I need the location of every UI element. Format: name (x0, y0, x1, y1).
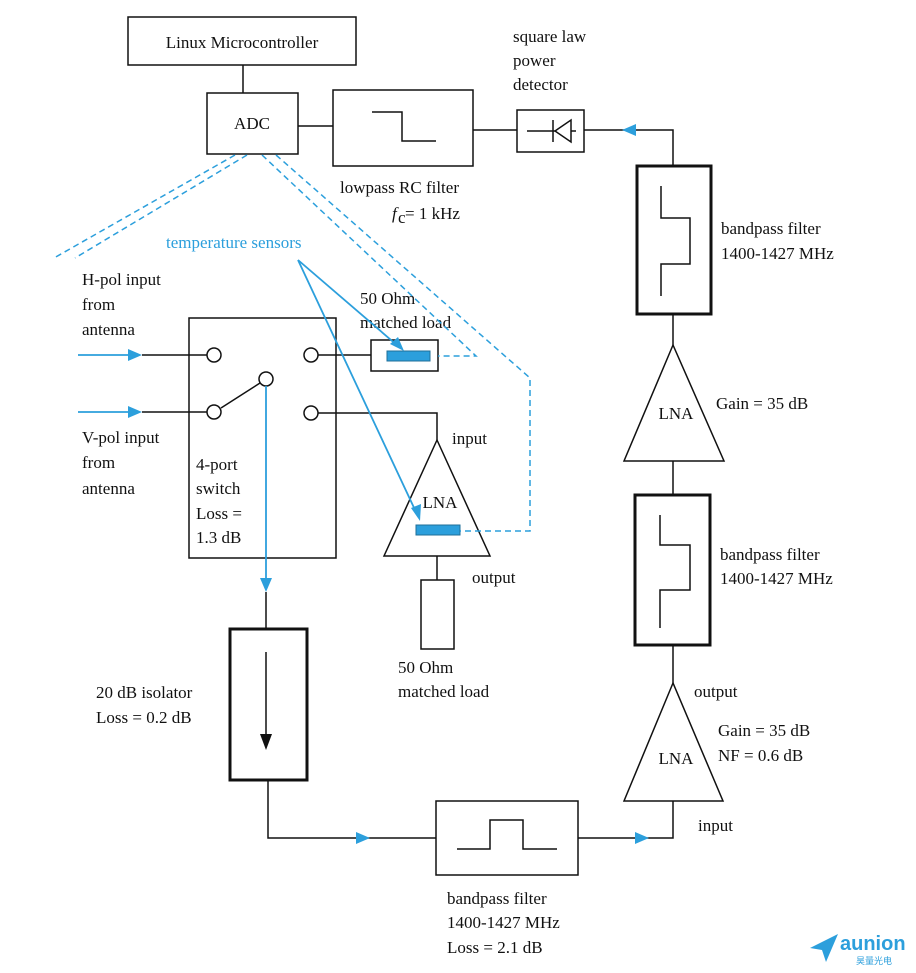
arrow-right-icon (128, 406, 142, 418)
isolator-bpf-wire (267, 780, 436, 839)
bpf-right-top-response-icon (660, 186, 691, 296)
arrow-pointer-icon (390, 337, 404, 351)
switch-lna-wire (318, 412, 438, 440)
load-bottom-label-line1: 50 Ohm (398, 658, 453, 677)
bpf-bottom-response-icon (457, 819, 557, 850)
lowpass-response-icon (372, 111, 436, 142)
lna-right-bottom-gain: Gain = 35 dB (718, 721, 810, 740)
sensor-dashed-line (261, 154, 478, 357)
arrow-pointer-icon (411, 504, 421, 521)
vpol-label-line2: from (82, 453, 115, 472)
bpf-bottom-block (435, 800, 579, 876)
arrow-down-icon (260, 578, 272, 592)
bpf-bottom-lna-wire (578, 801, 674, 839)
switch-label-line3: Loss = (196, 504, 242, 523)
matched-load-bottom (420, 579, 455, 650)
switch-port-hpol (206, 347, 222, 363)
isolator-label-line2: Loss = 0.2 dB (96, 708, 192, 727)
detector-label-line3: detector (513, 75, 568, 94)
vpol-label-line3: antenna (82, 479, 135, 498)
switch-block (188, 317, 337, 559)
bpf-right-top-label-line2: 1400-1427 MHz (721, 244, 834, 263)
bpf-bottom-label-line1: bandpass filter (447, 889, 547, 908)
arrow-right-icon (635, 832, 649, 844)
detector-label-line1: square law (513, 27, 587, 46)
switch-port-lna (303, 405, 319, 421)
lna-center-input: input (452, 429, 487, 448)
arrow-right-icon (356, 832, 370, 844)
adc-label: ADC (234, 114, 270, 133)
load-top-label-line2: matched load (360, 313, 452, 332)
switch-label-line4: 1.3 dB (196, 528, 241, 547)
lowpass-fc-symbol: f (392, 204, 399, 223)
lna-right-bottom-label: LNA (659, 749, 695, 768)
diode-icon (553, 118, 572, 144)
sensor-dashed-line (53, 154, 236, 259)
logo-word: aunion (840, 933, 906, 955)
vpol-label-line1: V-pol input (82, 428, 160, 447)
lowpass-fc-value: = 1 kHz (405, 204, 460, 223)
bpf-bottom-label-line2: 1400-1427 MHz (447, 913, 560, 932)
switch-port-load (303, 347, 319, 363)
isolator-block (228, 627, 309, 782)
sensor-pointer-lna (297, 259, 417, 513)
lowpass-fc-subscript: c (398, 208, 406, 227)
lna-right-bottom-input: input (698, 816, 733, 835)
temperature-sensor-load (386, 350, 431, 362)
arrow-right-icon (128, 349, 142, 361)
lna-right-top-gain: Gain = 35 dB (716, 394, 808, 413)
sensor-dashed-line (275, 154, 531, 532)
load-top-label-line1: 50 Ohm (360, 289, 415, 308)
sensor-pointer-load (297, 259, 399, 347)
hpol-label-line3: antenna (82, 320, 135, 339)
switch-port-vpol (206, 404, 222, 420)
temperature-sensor-lna (415, 524, 461, 536)
lowpass-label: lowpass RC filter (340, 178, 459, 197)
adc-block: ADC (206, 92, 299, 155)
lna-right-bottom-output: output (694, 682, 738, 701)
detector-label-line2: power (513, 51, 556, 70)
hpol-label-line2: from (82, 295, 115, 314)
aunion-logo: aunion 昊量光电 (810, 933, 906, 967)
switch-port-common (258, 371, 274, 387)
isolator-label-line1: 20 dB isolator (96, 683, 193, 702)
microcontroller-label: Linux Microcontroller (166, 33, 319, 52)
switch-arm (220, 382, 261, 409)
lowpass-filter-block (332, 89, 474, 167)
logo-plane-icon (810, 934, 838, 962)
logo-subtitle: 昊量光电 (856, 955, 892, 967)
bpf-top-detector-wire (584, 129, 674, 166)
lna-center-output: output (472, 568, 516, 587)
lna-center: LNA (382, 438, 492, 557)
bpf-right-middle-response-icon (659, 515, 691, 628)
matched-load-top (370, 339, 439, 372)
lna-right-top: LNA (622, 343, 726, 462)
temperature-sensors-label: temperature sensors (166, 233, 301, 252)
bpf-bottom-label-line3: Loss = 2.1 dB (447, 938, 543, 957)
lna-right-top-label: LNA (659, 404, 695, 423)
load-bottom-label-line2: matched load (398, 682, 490, 701)
switch-label-line1: 4-port (196, 455, 238, 474)
lna-right-bottom-nf: NF = 0.6 dB (718, 746, 803, 765)
arrow-left-icon (622, 124, 636, 136)
microcontroller-block: Linux Microcontroller (127, 16, 357, 66)
bpf-right-middle-label-line1: bandpass filter (720, 545, 820, 564)
bpf-right-top-block (635, 164, 713, 316)
bpf-right-middle-block (633, 493, 712, 647)
lna-center-label: LNA (423, 493, 459, 512)
switch-label-line2: switch (196, 479, 241, 498)
power-detector-block (516, 109, 585, 153)
bpf-right-middle-label-line2: 1400-1427 MHz (720, 569, 833, 588)
sensor-dashed-line (74, 154, 248, 259)
bpf-right-top-label-line1: bandpass filter (721, 219, 821, 238)
hpol-label-line1: H-pol input (82, 270, 161, 289)
arrow-down-icon (260, 734, 272, 750)
